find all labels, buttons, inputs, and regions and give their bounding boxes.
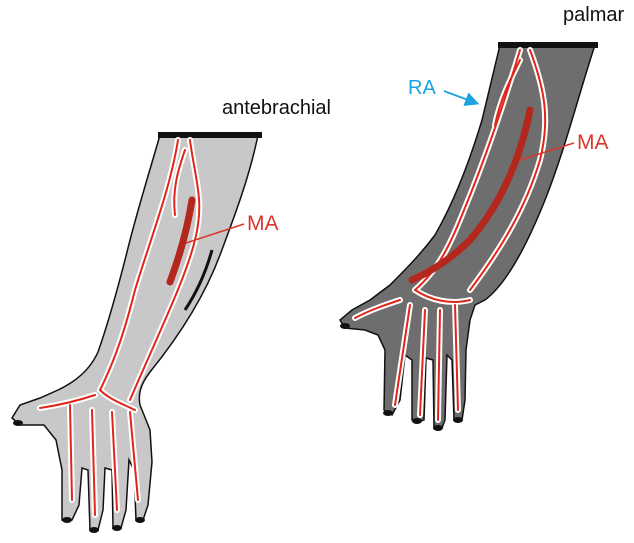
right-forearm-illustration (340, 45, 598, 431)
left-view-label: antebrachial (222, 97, 331, 119)
right-median-artery-label: MA (577, 131, 609, 154)
left-median-artery-label: MA (247, 212, 279, 235)
right-view-label: palmar (563, 4, 624, 26)
radial-artery-label: RA (408, 77, 436, 99)
left-forearm-illustration (12, 135, 262, 533)
right-ra-pointer-arrow (444, 91, 476, 103)
right-forearm-silhouette (340, 45, 595, 428)
